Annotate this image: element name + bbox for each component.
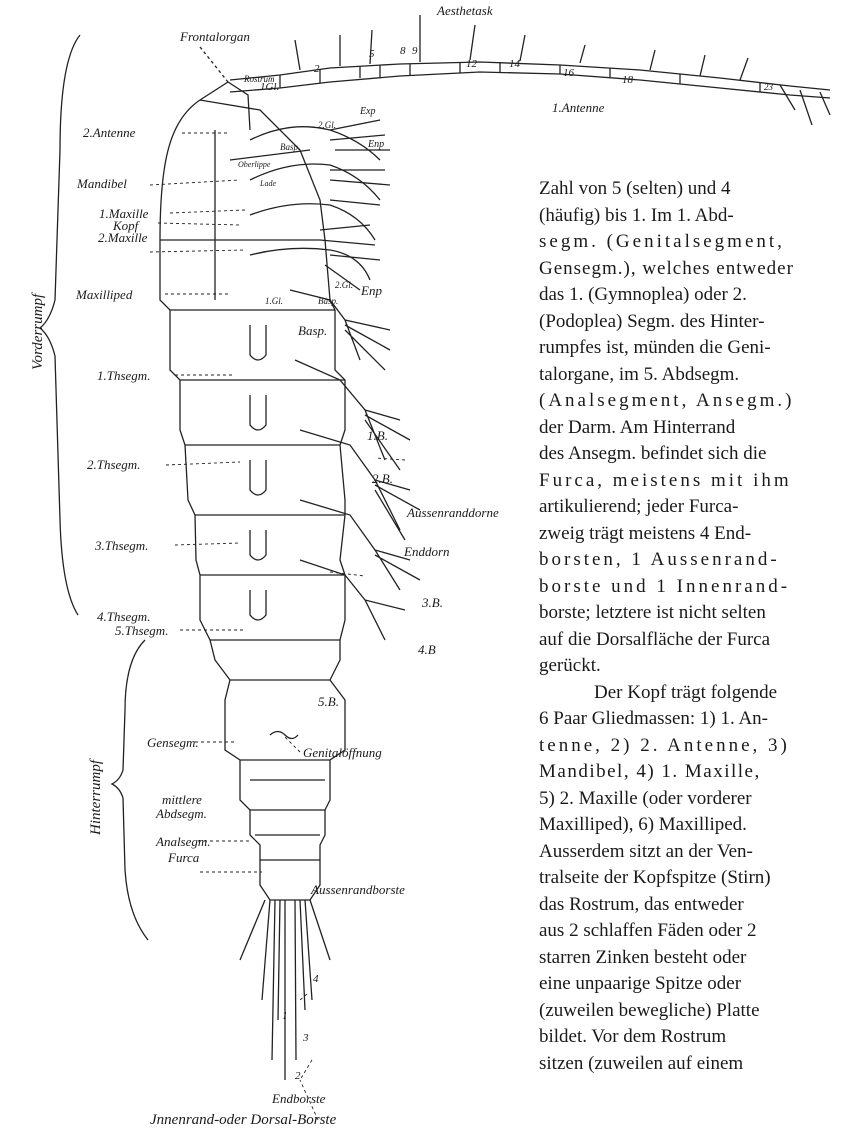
text-line: auf die Dorsalfläche der Furca <box>539 627 858 654</box>
text-line: Maxilliped), 6) Maxilliped. <box>539 812 858 839</box>
bristle-2: 2 <box>295 1069 301 1083</box>
label-thsegm-3: 3.Thsegm. <box>95 539 148 553</box>
label-furca: Furca <box>168 851 199 865</box>
label-analsegm: Analsegm. <box>156 835 211 849</box>
text-line: tenne, 2) 2. Antenne, 3) <box>539 733 858 760</box>
text-line: borsten, 1 Aussenrand- <box>539 547 858 574</box>
antenna-seg-8: 8 <box>400 44 406 58</box>
text-line: tralseite der Kopfspitze (Stirn) <box>539 865 858 892</box>
label-maxilliped: Maxilliped <box>76 288 132 302</box>
text-line: gerückt. <box>539 653 858 680</box>
text-line: (Analsegment, Ansegm.) <box>539 388 858 415</box>
bristle-3: 3 <box>303 1031 309 1045</box>
label-hinterrumpf: Hinterrumpf <box>88 760 105 835</box>
text-line: borste; letztere ist nicht selten <box>539 600 858 627</box>
label-thsegm-1: 1.Thsegm. <box>97 369 150 383</box>
antenna-seg-5: 5 <box>369 47 375 61</box>
label-maxille-2: 2.Maxille <box>98 231 147 245</box>
text-line: (häufig) bis 1. Im 1. Abd- <box>539 203 858 230</box>
label-genitaloeffnung: Genitalöffnung <box>303 746 382 760</box>
label-b2: 2.B. <box>372 472 393 486</box>
text-line: 5) 2. Maxille (oder vorderer <box>539 786 858 813</box>
antenna-seg-12: 12 <box>466 57 477 71</box>
text-line: Mandibel, 4) 1. Maxille, <box>539 759 858 786</box>
antenna-seg-16: 16 <box>563 66 574 80</box>
text-line: Furca, meistens mit ihm <box>539 468 858 495</box>
label-2gl-a: 2.Gl. <box>318 118 336 132</box>
text-line: bildet. Vor dem Rostrum <box>539 1024 858 1051</box>
label-aussenranddorne: Aussenranddorne <box>407 506 499 520</box>
body-text: Zahl von 5 (selten) und 4 (häufig) bis 1… <box>539 176 858 1077</box>
label-basp-a: Basp. <box>280 140 300 154</box>
label-abdsegm: Abdsegm. <box>156 807 207 821</box>
antenna-seg-23: 23 <box>764 80 773 94</box>
label-lade: Lade <box>260 177 276 191</box>
text-line: talorgane, im 5. Abdsegm. <box>539 362 858 389</box>
text-line: das Rostrum, das entweder <box>539 892 858 919</box>
label-antenne-1: 1.Antenne <box>552 101 604 115</box>
text-line: artikulierend; jeder Furca- <box>539 494 858 521</box>
text-line: Gensegm.), welches entweder <box>539 256 858 283</box>
bristle-4: 4 <box>313 972 319 986</box>
label-endborste: Endborste <box>272 1092 325 1106</box>
text-line: (Podoplea) Segm. des Hinter- <box>539 309 858 336</box>
text-line: starren Zinken besteht oder <box>539 945 858 972</box>
text-line: Zahl von 5 (selten) und 4 <box>539 176 858 203</box>
text-line: segm. (Genitalsegment, <box>539 229 858 256</box>
text-line: zweig trägt meistens 4 End- <box>539 521 858 548</box>
label-vorderrumpf: Vorderrumpf <box>30 294 47 370</box>
text-line: des Ansegm. befindet sich die <box>539 441 858 468</box>
text-line: eine unpaarige Spitze oder <box>539 971 858 998</box>
label-aussenrandborste: Aussenrandborste <box>311 883 405 897</box>
label-thsegm-5: 5.Thsegm. <box>115 624 168 638</box>
label-enddorn: Enddorn <box>404 545 450 559</box>
label-b5: 5.B. <box>318 695 339 709</box>
label-b3: 3.B. <box>422 596 443 610</box>
antenna-seg-9: 9 <box>412 44 418 58</box>
text-line: 6 Paar Gliedmassen: 1) 1. An- <box>539 706 858 733</box>
text-line: (zuweilen bewegliche) Platte <box>539 998 858 1025</box>
text-line: der Darm. Am Hinterrand <box>539 415 858 442</box>
label-enp: Enp <box>361 284 382 298</box>
label-frontalorgan: Frontalorgan <box>180 30 250 44</box>
label-thsegm-4: 4.Thsegm. <box>97 610 150 624</box>
antenna-seg-18: 18 <box>622 73 633 87</box>
label-oberlippe: Oberlippe <box>238 158 270 172</box>
label-aesthetask: Aesthetask <box>437 4 493 18</box>
label-basp-b: Basp. <box>318 294 338 308</box>
label-2gl-b: 2.Gl. <box>335 278 353 292</box>
bristle-1: 1 <box>282 1009 288 1023</box>
antenna-seg-14: 14 <box>509 57 520 71</box>
label-basp: Basp. <box>298 324 327 338</box>
label-mittlere: mittlere <box>162 793 202 807</box>
label-gensegm: Gensegm. <box>147 736 199 750</box>
text-line: sitzen (zuweilen auf einem <box>539 1051 858 1078</box>
text-line: Ausserdem sitzt an der Ven- <box>539 839 858 866</box>
label-b1: 1.B. <box>367 429 388 443</box>
text-line: borste und 1 Innenrand- <box>539 574 858 601</box>
text-line: rumpfes ist, münden die Geni- <box>539 335 858 362</box>
antenna-seg-2: 2 <box>314 62 320 76</box>
label-thsegm-2: 2.Thsegm. <box>87 458 140 472</box>
text-line: aus 2 schlaffen Fäden oder 2 <box>539 918 858 945</box>
label-1gl-a: 1Gl. <box>260 80 279 94</box>
label-exp-a: Exp <box>360 105 376 119</box>
label-1gl-b: 1.Gl. <box>265 294 283 308</box>
text-line: Der Kopf trägt folgende <box>539 680 858 707</box>
label-innenrand-borste: Jnnenrand-oder Dorsal-Borste <box>150 1113 336 1127</box>
text-line: das 1. (Gymnoplea) oder 2. <box>539 282 858 309</box>
label-enp-a: Enp <box>368 138 384 152</box>
label-mandibel: Mandibel <box>77 177 127 191</box>
label-antenne-2: 2.Antenne <box>83 126 135 140</box>
label-b4: 4.B <box>418 643 436 657</box>
